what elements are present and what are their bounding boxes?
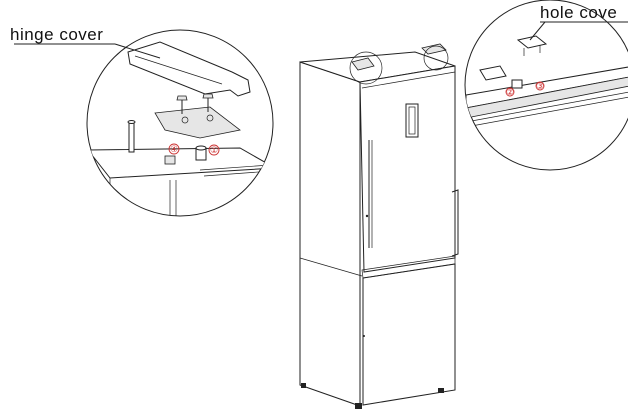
- screw-1: [176, 95, 188, 114]
- hinge-pin: [128, 121, 135, 153]
- marker-dot: [365, 214, 369, 218]
- plate-hole-1: [181, 116, 189, 124]
- hinge-pin-top: [127, 120, 136, 124]
- side-divider: [299, 257, 363, 277]
- detail-circle-left: [86, 29, 274, 217]
- marker-dot-lower: [363, 335, 365, 337]
- fridge-side-panel: [299, 61, 361, 407]
- zoom-marker-left: [349, 51, 383, 85]
- small-block: [164, 155, 176, 165]
- door-gap: [361, 255, 456, 279]
- foot-left: [301, 383, 306, 388]
- callout-step-2: ②: [506, 88, 514, 98]
- leader-hole-cover: [529, 21, 546, 41]
- display-window: [405, 103, 419, 138]
- foot-right: [438, 388, 444, 393]
- zoom-marker-right: [423, 45, 449, 71]
- screw-2: [202, 93, 214, 112]
- callout-2-circle: [505, 87, 515, 97]
- hole-cover-detail-right: ② ③: [464, 0, 628, 171]
- callout-1-circle: [208, 144, 220, 156]
- label-hinge-cover: hinge cover: [10, 25, 103, 44]
- detail-rail-1: [199, 164, 271, 171]
- fridge-door-lower: [362, 263, 456, 406]
- detail-hole: [511, 79, 523, 89]
- detail-rail-b: [465, 94, 628, 128]
- hinge-bolt-top: [195, 145, 207, 151]
- label-hole-cover: hole cove: [540, 3, 617, 22]
- leader-hinge-cover: [114, 43, 161, 59]
- foot-front: [355, 403, 362, 409]
- callout-step-3: ③: [536, 82, 544, 92]
- door-handle: [451, 189, 459, 257]
- refrigerator: [299, 43, 459, 409]
- hinge-detail-left: ④ ①: [86, 29, 274, 217]
- hinge-plate: [154, 106, 241, 139]
- top-hinge-left: [351, 57, 375, 71]
- detail-fridge-top: [87, 147, 273, 179]
- detail-rail-a: [465, 89, 628, 123]
- top-rail: [361, 71, 456, 89]
- hinge-cover-edge: [134, 55, 223, 85]
- callout-step-1: ①: [210, 146, 218, 156]
- hinge-cover-part: [127, 41, 251, 97]
- detail-block-left: [479, 65, 507, 81]
- callout-4-circle: [168, 143, 180, 155]
- callout-3-circle: [535, 81, 545, 91]
- plate-hole-2: [206, 114, 214, 122]
- fridge-door-upper: [359, 65, 456, 273]
- detail-circle-right: [464, 0, 628, 171]
- hole-cover-part: [516, 35, 548, 49]
- callout-step-4: ④: [170, 145, 178, 155]
- display-inner: [408, 106, 416, 135]
